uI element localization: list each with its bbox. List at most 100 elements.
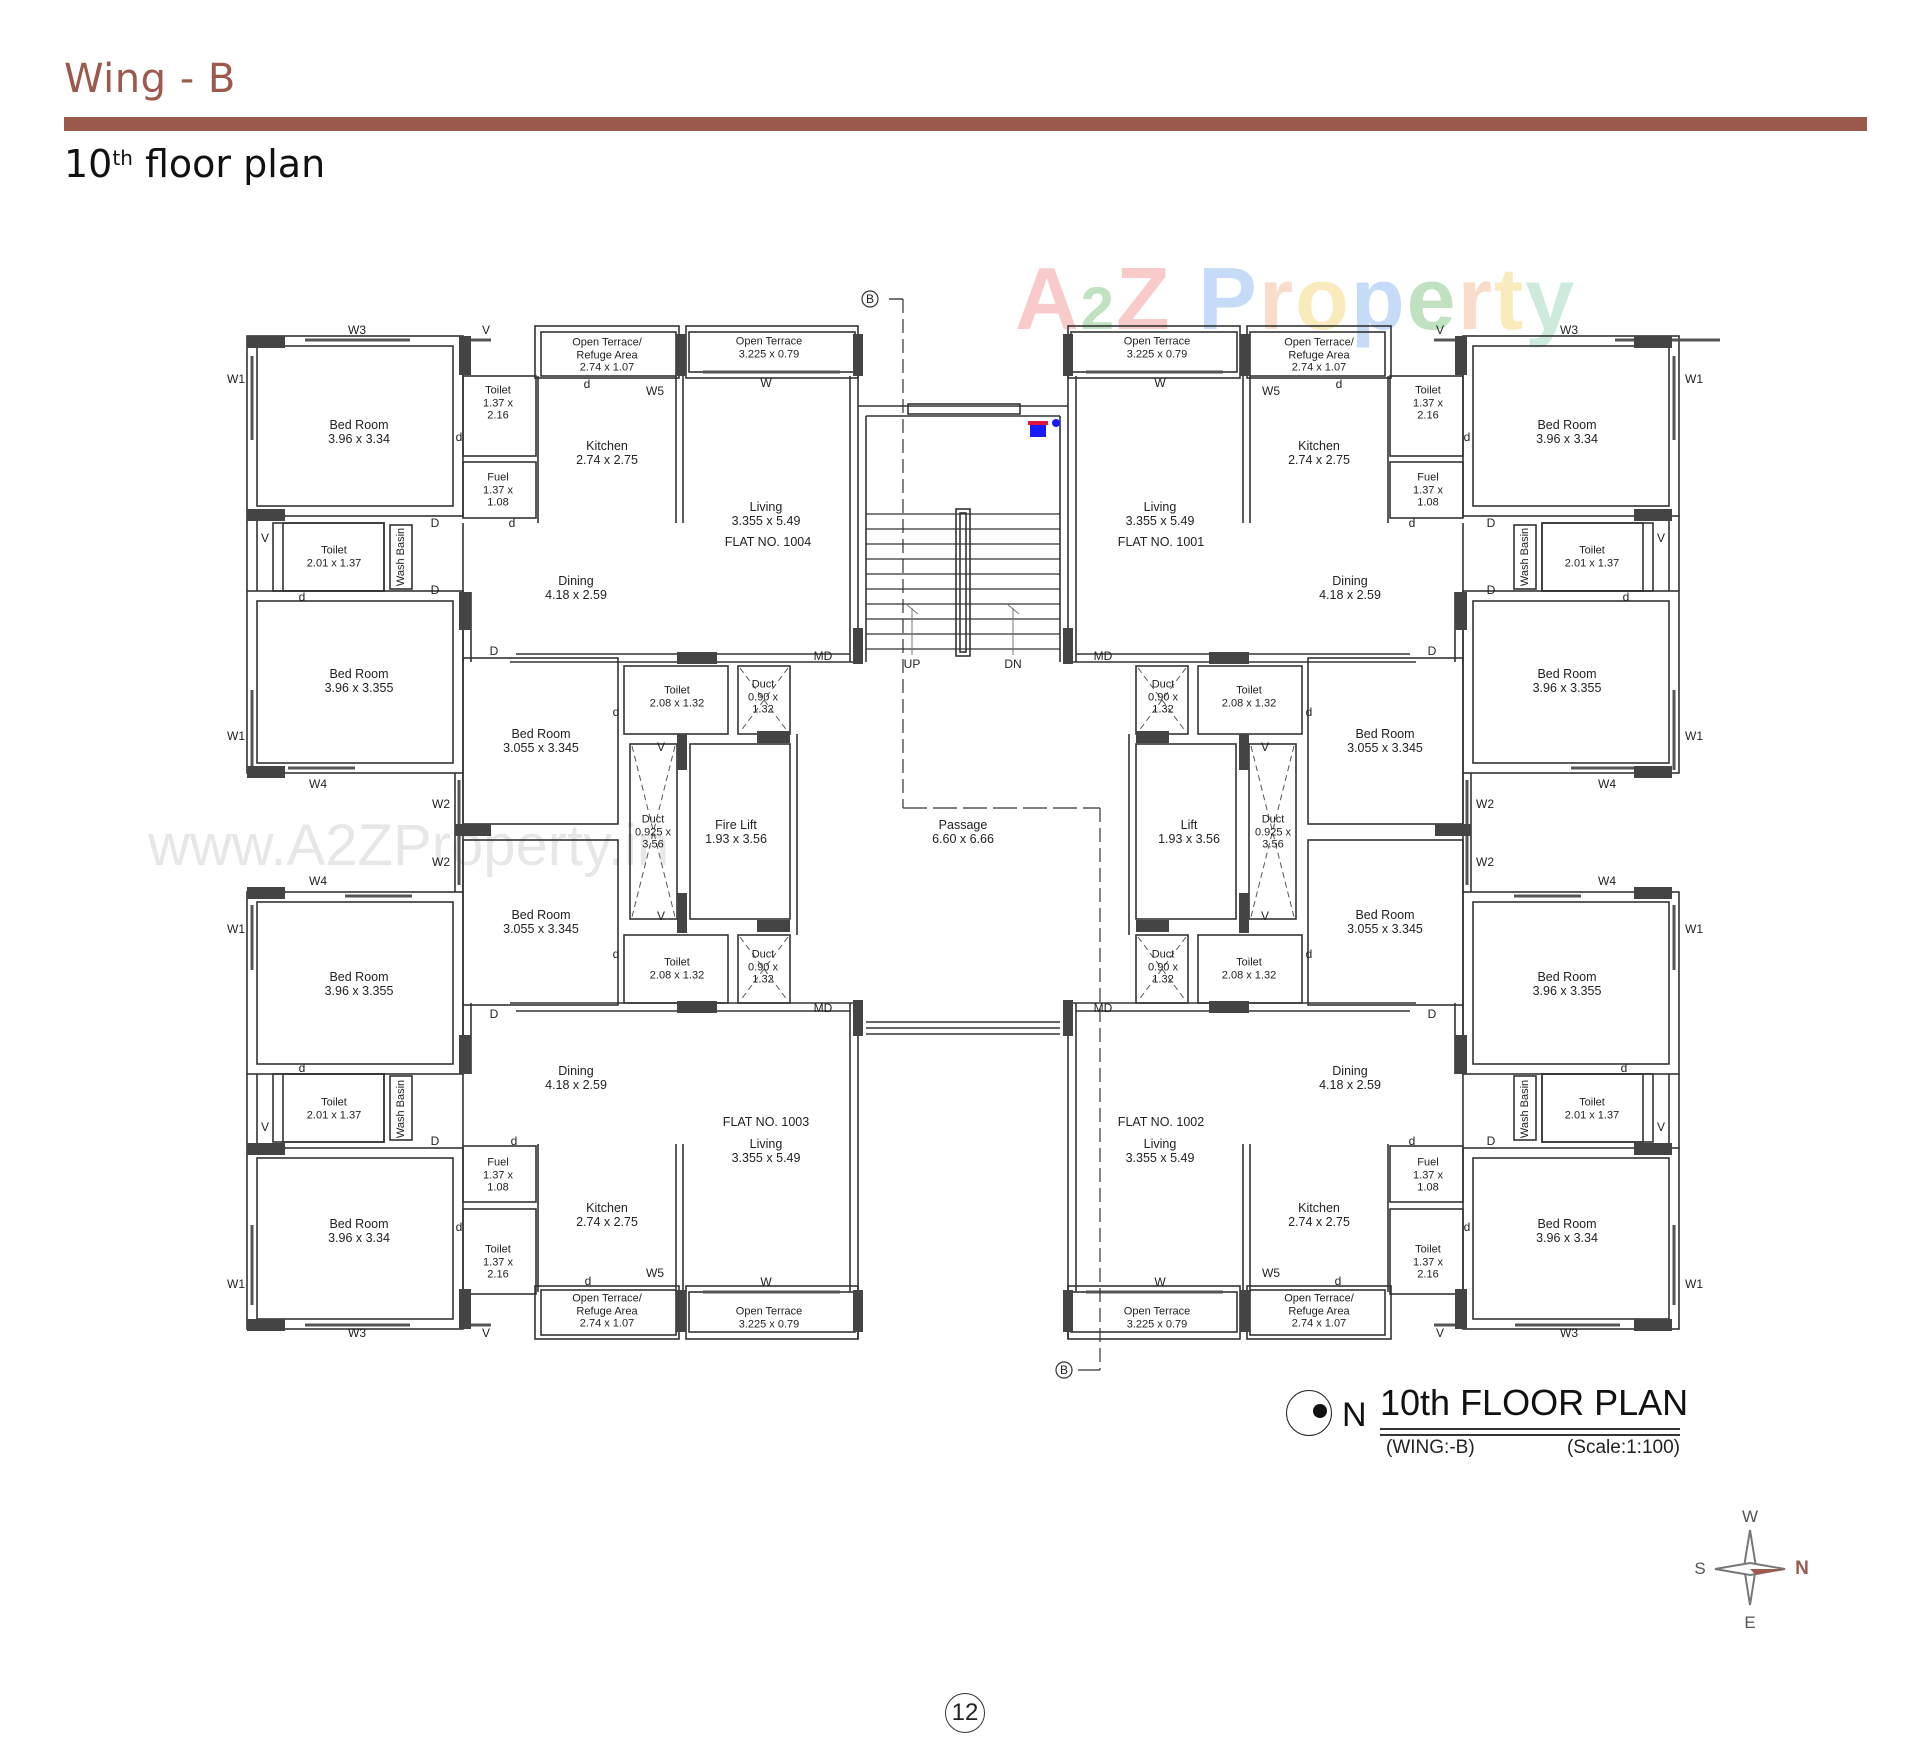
room-dimensions: 1.37 x 2.16: [1413, 396, 1443, 422]
opening-tag: d: [1334, 1274, 1342, 1288]
opening-tag: d: [1305, 705, 1313, 719]
opening-tag: V: [260, 1120, 270, 1134]
opening-tag: V: [1656, 1120, 1666, 1134]
room-name: Living: [749, 500, 783, 514]
opening-tag: MD: [813, 1001, 833, 1015]
floor-title: 10th floor plan: [64, 142, 326, 186]
wash-basin-label: Wash Basin: [395, 1079, 407, 1139]
opening-tag: W1: [1685, 1277, 1703, 1291]
opening-tag: d: [455, 430, 463, 444]
drawing-scale: (Scale:1:100): [1566, 1437, 1680, 1458]
opening-tag: W1: [227, 372, 245, 386]
opening-tag: W2: [432, 797, 450, 811]
drawing-title-block: N 10th FLOOR PLAN (WING:-B) (Scale:1:100…: [1286, 1382, 1689, 1462]
room-name: Open Terrace/ Refuge Area: [1284, 1292, 1354, 1317]
room-name: Duct: [1261, 813, 1285, 826]
opening-tag: D: [1427, 644, 1437, 658]
room-dimensions: 6.60 x 6.66: [932, 832, 994, 846]
opening-tag: W2: [1476, 797, 1494, 811]
room-dimensions: 3.055 x 3.345: [1347, 741, 1423, 755]
opening-tag: d: [508, 516, 516, 530]
opening-tag: W4: [1598, 874, 1616, 888]
opening-tag: D: [1427, 1007, 1437, 1021]
opening-tag: V: [260, 531, 270, 545]
opening-tag: D: [430, 583, 440, 597]
opening-tag: D: [489, 1007, 499, 1021]
room-dimensions: 3.96 x 3.34: [328, 1231, 390, 1245]
room-name: Bed Room: [1537, 970, 1597, 984]
flat-number-label: FLAT NO. 1001: [1117, 535, 1205, 549]
room-name: Open Terrace: [735, 1305, 803, 1318]
opening-tag: W5: [1262, 384, 1280, 398]
room-dimensions: 0.90 x 1.32: [1148, 960, 1178, 986]
opening-tag: W5: [1262, 1266, 1280, 1280]
opening-tag: W1: [227, 1277, 245, 1291]
room-name: Lift: [1180, 818, 1198, 832]
opening-tag: V: [1656, 531, 1666, 545]
room-name: Living: [749, 1137, 783, 1151]
a2z-property-watermark-logo: A2Z Property: [1015, 248, 1576, 350]
room-dimensions: 3.96 x 3.34: [1536, 432, 1598, 446]
opening-tag: W1: [227, 729, 245, 743]
room-name: Dining: [1332, 574, 1368, 588]
room-name: Duct: [641, 813, 665, 826]
room-name: Bed Room: [1537, 418, 1597, 432]
opening-tag: W: [760, 376, 772, 390]
room-name: Dining: [558, 574, 594, 588]
room-dimensions: 2.08 x 1.32: [1221, 697, 1277, 709]
room-dimensions: 3.355 x 5.49: [1125, 1151, 1195, 1165]
room-dimensions: 3.225 x 0.79: [738, 348, 800, 360]
opening-tag: d: [510, 1134, 518, 1148]
opening-tag: W1: [1685, 922, 1703, 936]
opening-tag: d: [1305, 947, 1313, 961]
opening-tag: D: [1486, 516, 1496, 530]
opening-tag: d: [1622, 590, 1630, 604]
watermark-letter: e: [1406, 249, 1458, 348]
opening-tag: V: [656, 740, 666, 754]
north-symbol-label: N: [1342, 1396, 1367, 1434]
flat-number-label: FLAT NO. 1003: [722, 1115, 810, 1129]
opening-tag: MD: [813, 649, 833, 663]
room-name: Open Terrace: [1123, 1305, 1191, 1318]
drawing-title: 10th FLOOR PLAN: [1380, 1382, 1689, 1423]
room-dimensions: 4.18 x 2.59: [545, 588, 607, 602]
opening-tag: V: [1435, 323, 1445, 337]
room-name: Toilet: [664, 684, 690, 697]
room-dimensions: 4.18 x 2.59: [1319, 588, 1381, 602]
room-name: Dining: [1332, 1064, 1368, 1078]
room-dimensions: 1.37 x 1.08: [483, 483, 513, 509]
room-dimensions: 3.96 x 3.34: [1536, 1231, 1598, 1245]
room-name: Kitchen: [1298, 1201, 1340, 1215]
room-dimensions: 1.93 x 3.56: [1158, 832, 1220, 846]
compass-west-label: W: [1741, 1507, 1759, 1526]
wing-title: Wing - B: [64, 56, 236, 102]
room-dimensions: 3.055 x 3.345: [503, 922, 579, 936]
room-name: Living: [1143, 500, 1177, 514]
room-dimensions: 2.08 x 1.32: [649, 697, 705, 709]
room-name: Living: [1143, 1137, 1177, 1151]
room-name: Dining: [558, 1064, 594, 1078]
room-dimensions: 4.18 x 2.59: [545, 1078, 607, 1092]
opening-tag: V: [1260, 740, 1270, 754]
room-name: Bed Room: [511, 908, 571, 922]
